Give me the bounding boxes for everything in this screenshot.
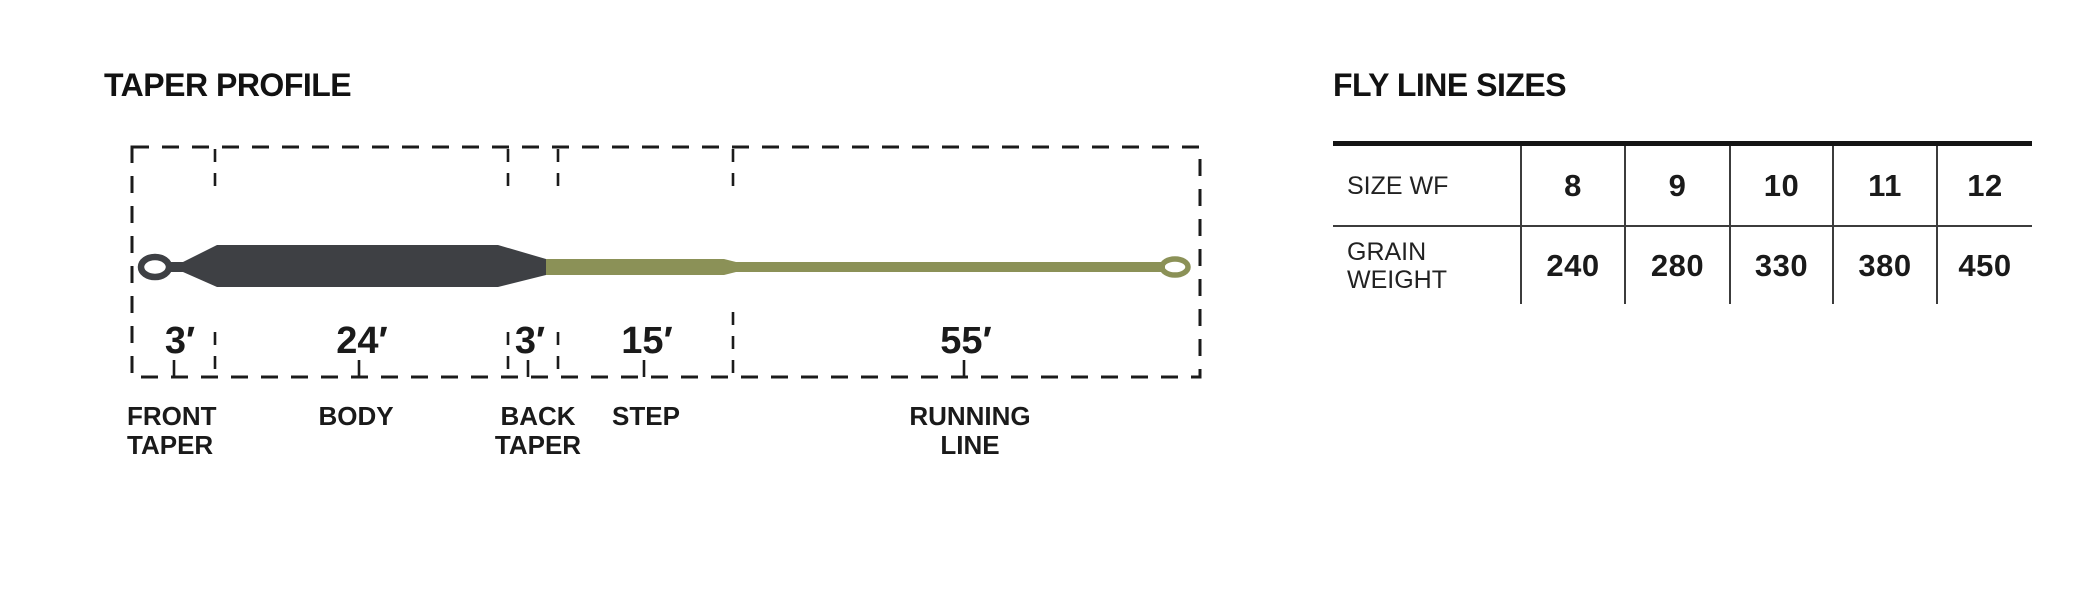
head-taper-shape: [167, 245, 546, 287]
length-labels: 3′ 24′ 3′ 15′ 55′: [165, 320, 992, 362]
running-line-label-line1: RUNNING: [909, 401, 1030, 431]
size-row-header-text: SIZE WF: [1347, 171, 1449, 200]
taper-profile-title: TAPER PROFILE: [104, 67, 352, 103]
grain-weight-value: 450: [1936, 225, 2032, 304]
front-taper-label-line2: TAPER: [127, 430, 213, 460]
grain-weight-value: 380: [1832, 225, 1936, 304]
size-value: 10: [1729, 146, 1832, 225]
section-divider-top-stubs: [213, 149, 735, 196]
front-taper-length: 3′: [165, 320, 195, 362]
size-row-header: SIZE WF: [1333, 146, 1520, 225]
grain-weight-value: 240: [1520, 225, 1624, 304]
section-divider-bottom-stubs: [213, 312, 735, 377]
back-taper-label-line2: TAPER: [495, 430, 581, 460]
back-taper-label-line1: BACK: [500, 401, 575, 431]
grain-weight-value: 330: [1729, 225, 1832, 304]
size-value: 9: [1624, 146, 1729, 225]
size-value: 12: [1936, 146, 2032, 225]
body-length: 24′: [336, 320, 387, 362]
running-line-length: 55′: [940, 320, 991, 362]
body-label: BODY: [318, 401, 393, 431]
front-taper-label-line1: FRONT: [127, 401, 217, 431]
front-welded-loop: [137, 253, 173, 281]
section-name-labels: FRONT TAPER BODY BACK TAPER STEP RUNNING…: [127, 401, 1031, 460]
taper-profile-diagram: 3′ 24′ 3′ 15′ 55′ FRONT TAPER BODY BACK …: [127, 145, 1202, 460]
step-and-running-line-shape: [546, 259, 1165, 275]
rear-welded-loop: [1159, 256, 1191, 278]
dashed-measurement-box: [130, 145, 1202, 379]
grain-weight-value: 280: [1624, 225, 1729, 304]
back-taper-length: 3′: [515, 320, 545, 362]
step-label: STEP: [612, 401, 680, 431]
grain-weight-header-line1: GRAIN: [1347, 237, 1427, 266]
fly-line-sizes-title: FLY LINE SIZES: [1333, 67, 1567, 103]
grain-weight-row-header: GRAIN WEIGHT: [1333, 225, 1520, 304]
running-line-label-line2: LINE: [940, 430, 999, 460]
size-value: 8: [1520, 146, 1624, 225]
size-value: 11: [1832, 146, 1936, 225]
label-center-ticks: [172, 360, 966, 377]
step-length: 15′: [621, 320, 672, 362]
grain-weight-header-line2: WEIGHT: [1347, 265, 1447, 294]
fly-line-sizes-table: SIZE WF 8 9 10 11 12 GRAIN WEIGHT 240 28…: [1333, 141, 2032, 304]
